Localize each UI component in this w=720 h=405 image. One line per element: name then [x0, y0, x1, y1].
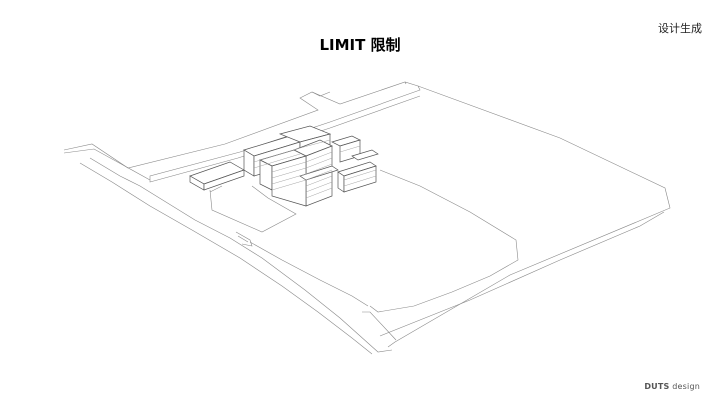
building-cluster	[189, 125, 379, 207]
page-title: LIMIT 限制	[319, 36, 401, 54]
development-plot	[209, 169, 519, 313]
brand-mark: DUTS design	[644, 382, 700, 391]
corner-label: 设计生成	[658, 22, 702, 35]
site-boundary	[362, 85, 671, 348]
brand-rest: design	[672, 382, 700, 391]
road-network	[63, 81, 421, 355]
brand-bold: DUTS	[644, 382, 670, 391]
